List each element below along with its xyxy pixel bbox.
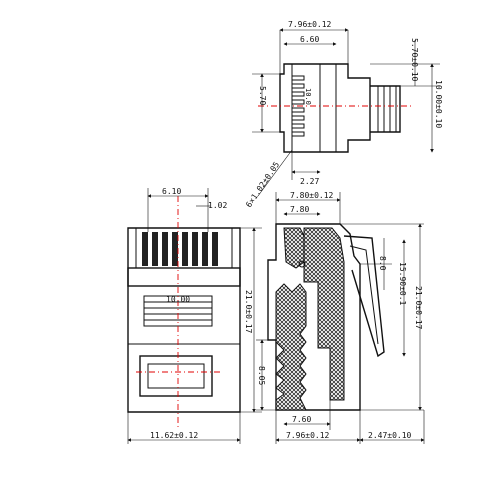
top-view-cable-boss-ribs: [377, 86, 397, 132]
front-view: 6.10 1.02 10.00 21.0±0.17 11.62±0.12: [127, 187, 262, 444]
side-view-latch: [343, 235, 385, 358]
top-dim-overall-width: 7.96±0.12: [288, 20, 332, 29]
side-view-hatch-teeth: [275, 283, 307, 411]
side-dim-bottom-overall: 7.96±0.12: [286, 431, 330, 440]
top-dim-inner-label: 10.0: [304, 88, 312, 105]
top-dim-pitch-side: 10.00±0.10: [434, 80, 443, 128]
contact-6: [192, 232, 198, 266]
front-dim-overall-width: 11.62±0.12: [150, 431, 198, 440]
side-dim-top-width: 7.80±0.12: [290, 191, 334, 200]
side-view-hatch-tab: [283, 227, 305, 269]
top-view: 7.96±0.12 6.60 5.70±0.10 10.00±0.10 5.70…: [244, 20, 443, 209]
front-dim-contact-pitch: 1.02: [208, 201, 227, 210]
contact-1: [142, 232, 148, 266]
side-dim-inner-top: 7.80: [290, 205, 309, 214]
contact-4: [172, 232, 178, 266]
front-view-cable-entry: [139, 355, 213, 397]
side-dim-total-height: 21.0±0.17: [414, 286, 423, 330]
top-view-contact-teeth: [292, 75, 305, 137]
side-view-hatch-wall: [303, 227, 345, 401]
front-dim-inner-slot: 10.00: [166, 295, 190, 304]
side-view-boss: [298, 260, 306, 268]
side-dim-right-height-a: 8.0: [378, 256, 387, 271]
contact-7: [202, 232, 208, 266]
side-view-latch-inner: [349, 245, 379, 345]
contact-8: [212, 232, 218, 266]
top-dim-inner-width: 6.60: [300, 35, 319, 44]
front-dim-contact-span: 6.10: [162, 187, 181, 196]
side-dim-left-height: 8.05: [257, 366, 266, 385]
front-view-contacts: [142, 232, 218, 266]
side-view: 7.80±0.12 7.80 8.0 15.90±0.1 21.0±0.17 8…: [256, 191, 425, 444]
top-dim-diag-leader: [257, 149, 293, 197]
side-dim-bottom-inner: 7.60: [292, 415, 311, 424]
side-dim-bottom-extension: 2.47±0.10: [368, 431, 412, 440]
contact-5: [182, 232, 188, 266]
side-dim-right-height-b: 15.90±0.1: [398, 262, 407, 306]
top-dim-pin-spacing: 5.70: [258, 86, 267, 105]
front-view-cable-entry-inner: [147, 363, 205, 389]
top-dim-bottom-offset: 2.27: [300, 177, 319, 186]
side-view-outline: [267, 223, 361, 411]
front-view-flange: [127, 267, 241, 287]
front-dim-body-height: 21.0±0.17: [244, 290, 253, 334]
top-view-cable-boss: [370, 85, 401, 133]
top-dim-contact-depth: 5.70±0.10: [410, 38, 419, 82]
contact-2: [152, 232, 158, 266]
contact-3: [162, 232, 168, 266]
